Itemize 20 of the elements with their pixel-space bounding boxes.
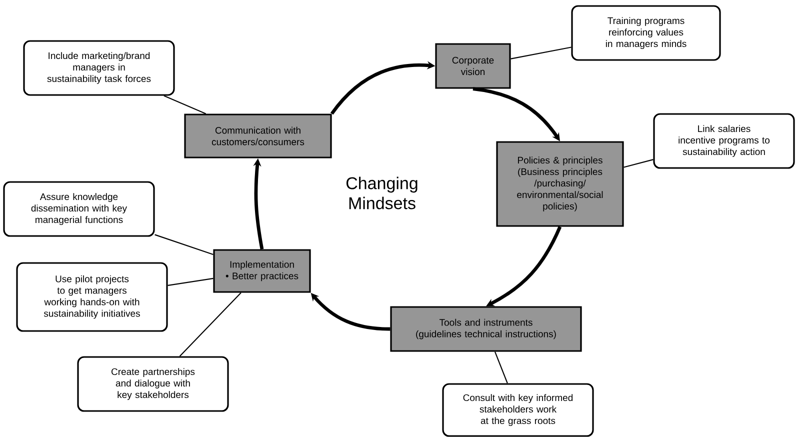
center-label: Changing Mindsets bbox=[346, 176, 418, 210]
connector-line bbox=[168, 278, 214, 286]
process-box: Tools and instruments (guidelines technical instructions) bbox=[390, 306, 582, 352]
note-box: Include marketing/brand managers in sustainability task forces bbox=[23, 40, 175, 96]
note-box: Link salaries incentive programs to sustainability action bbox=[653, 113, 795, 169]
process-box: Implementation • Better practices bbox=[213, 249, 311, 293]
connector-line bbox=[164, 95, 206, 114]
connector-line bbox=[154, 234, 214, 255]
connector-line bbox=[510, 46, 572, 60]
note-box: Consult with key informed stakeholders work at the grass roots bbox=[442, 383, 594, 437]
note-box: Assure knowledge dissemination with key managerial functions bbox=[3, 181, 155, 237]
process-box: Communication with customers/consumers bbox=[184, 114, 332, 158]
connector-line bbox=[494, 352, 508, 384]
connector-line bbox=[624, 159, 654, 168]
note-box: Create partnerships and dialogue with key stakeholders bbox=[77, 356, 229, 412]
process-box: Policies & principles (Business principles /purchasing/ environmental/social policies) bbox=[496, 141, 624, 227]
connector-line bbox=[179, 292, 242, 357]
note-box: Training programs reinforcing values in managers minds bbox=[571, 5, 721, 61]
process-box: Corporate vision bbox=[435, 43, 511, 89]
note-box: Use pilot projects to get managers working hands-on with sustainability initiatives bbox=[16, 262, 168, 332]
